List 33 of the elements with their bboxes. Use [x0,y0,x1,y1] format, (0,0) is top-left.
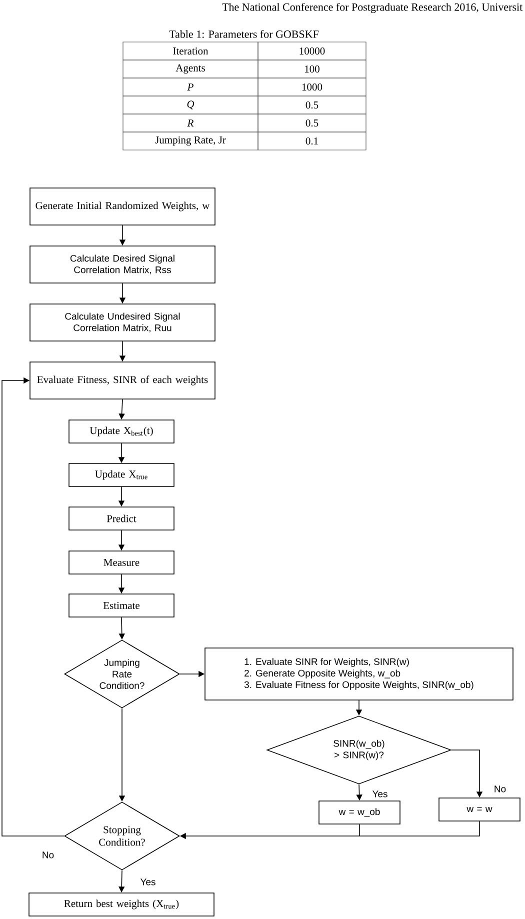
table-cell: Q [122,96,258,114]
process-box: Update X$_{true}$ [68,463,174,487]
table-cell: 10000 [258,42,366,60]
table-cell: Agents [122,60,258,78]
table-cell: Jumping Rate, Jr [122,132,258,150]
table-cell: P [122,78,258,96]
table-cell: Iteration [122,42,258,60]
connector-line [359,824,360,836]
table-cell: 0.5 [258,114,366,132]
process-box: Estimate [68,594,174,618]
process-box: Measure [68,550,174,574]
process-box: Update X$_{best}$(t) [68,420,174,444]
edge-label: Yes [139,878,157,886]
process-box: Predict [68,506,174,530]
process-box: Generate Initial Randomized Weights, w [30,188,216,226]
process-box: Evaluate Fitness, SINR of each weights [30,362,216,400]
process-box: w = w_ob [318,800,400,824]
running-header: The National Conference for Postgraduate Research 2016, Universit [222,2,523,14]
table-cell: 1000 [258,78,366,96]
process-box: Calculate Undesired Signal Correlation Matrix, Ruu [30,304,216,342]
edge-label: No [492,784,508,794]
edge-label: Yes [371,790,389,798]
table-cell: 0.1 [258,132,366,150]
table-cell: R [122,114,258,132]
arrow [2,377,64,836]
table-caption: Table 1: Parameters for GOBSKF [169,30,319,38]
edge-label: No [40,850,56,860]
table-cell: 0.5 [258,96,366,114]
process-box: Return best weights (X$_{true}$) [28,892,214,916]
table-cell: 100 [258,60,366,78]
process-box: 1. Evaluate SINR for Weights, SINR(w) 2. Generate Opposite Weights, w_ob 3. Evaluate Fitness for Opposite Weights, SINR(w_ob) [204,648,514,700]
process-box: Calculate Desired Signal Correlation Matrix, Rss [30,246,216,284]
process-box: w = w [438,798,520,822]
